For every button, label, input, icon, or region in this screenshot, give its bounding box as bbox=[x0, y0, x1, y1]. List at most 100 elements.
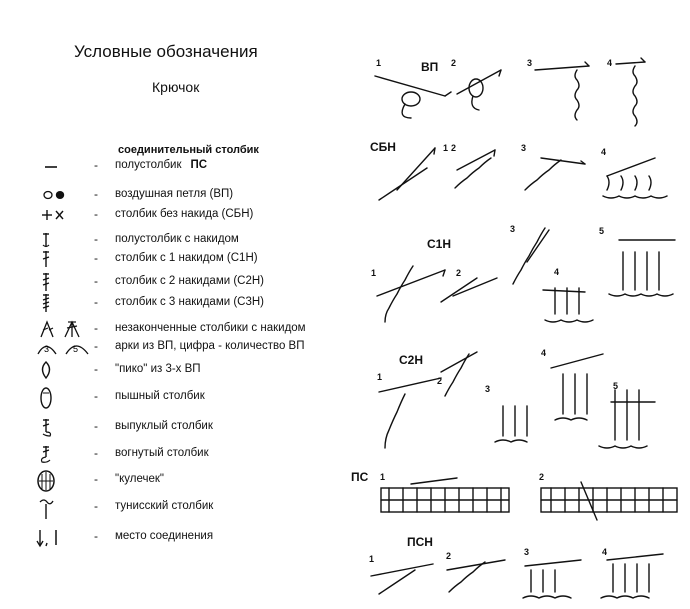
legend-item-text: арки из ВП, цифра - количество ВП bbox=[115, 340, 305, 352]
hdc-step-1-illustration bbox=[370, 563, 434, 595]
legend-row-double-treble: - столбик с 3 накидами (С3Н) bbox=[0, 294, 345, 312]
step-number: 3 bbox=[524, 547, 530, 557]
tr-step-5-illustration bbox=[598, 389, 656, 449]
sc-step-3-illustration bbox=[524, 157, 586, 191]
legend-title: Условные обозначения bbox=[74, 42, 258, 61]
legend-item-text: столбик с 2 накидами (С2Н) bbox=[115, 275, 265, 287]
tr-step-2-illustration bbox=[440, 351, 478, 397]
legend-item-text: полустолбик с накидом bbox=[115, 233, 239, 245]
legend-row-chain-arch: 3 5 - арки из ВП, цифра - количество ВП bbox=[0, 338, 345, 356]
group-label-s2n: С2Н bbox=[399, 353, 424, 367]
sc-step-2-illustration bbox=[454, 149, 496, 189]
legend-row-picot: - "пико" из 3-х ВП bbox=[0, 361, 345, 380]
legend-row-join: - место соединения bbox=[0, 528, 345, 548]
arch-number-3: 3 bbox=[44, 344, 49, 354]
legend-panel: Условные обозначения Крючок соединительн… bbox=[0, 42, 345, 548]
legend-row-single-crochet: - столбик без накида (СБН) bbox=[0, 206, 345, 224]
step-number: 2 bbox=[437, 376, 443, 386]
step-number: 3 bbox=[527, 58, 533, 68]
step-number: 4 bbox=[602, 547, 608, 557]
legend-item-text: пышный столбик bbox=[115, 390, 205, 402]
arch-number-5: 5 bbox=[73, 344, 78, 354]
dc-step-2-illustration bbox=[440, 277, 498, 303]
legend-row-back-post: - вогнутый столбик bbox=[0, 445, 345, 463]
step-number: 1 bbox=[443, 143, 449, 153]
step-number: 1 bbox=[380, 472, 386, 482]
step-number: 3 bbox=[521, 143, 527, 153]
bobble-icon bbox=[34, 470, 90, 492]
legend-header-label: соединительный столбик bbox=[118, 144, 259, 156]
legend-item-abbr: ПС bbox=[190, 159, 208, 171]
legend-row-treble: - столбик с 2 накидами (С2Н) bbox=[0, 273, 345, 291]
step-number: 4 bbox=[601, 147, 607, 157]
dc-step-1-illustration bbox=[376, 265, 446, 323]
group-label-s1n: С1Н bbox=[427, 237, 452, 251]
step-number: 5 bbox=[613, 381, 619, 391]
picot-icon bbox=[34, 361, 90, 380]
chain-step-2-illustration bbox=[456, 69, 502, 111]
group-label-psn: ПСН bbox=[407, 535, 433, 549]
single-crochet-icon bbox=[34, 206, 90, 224]
front-post-icon bbox=[34, 418, 90, 437]
step-number: 2 bbox=[456, 268, 462, 278]
group-label-vp: ВП bbox=[421, 60, 439, 74]
legend-item-text: полустолбик bbox=[115, 159, 182, 171]
chain-step-3-illustration bbox=[534, 61, 590, 121]
dc-step-5-illustration bbox=[608, 239, 676, 297]
legend-row-tunisian: - тунисский столбик bbox=[0, 498, 345, 519]
step-number: 4 bbox=[554, 267, 560, 277]
double-treble-icon bbox=[34, 294, 90, 312]
chain-arch-icon: 3 5 bbox=[34, 338, 90, 356]
sc-step-4-illustration bbox=[602, 157, 668, 199]
legend-row-unfinished: - незаконченные столбики с накидом bbox=[0, 320, 345, 338]
legend-row-half-double: - полустолбик с накидом bbox=[0, 231, 345, 249]
chain-step-1-illustration bbox=[374, 75, 452, 119]
hdc-step-2-illustration bbox=[446, 559, 506, 593]
join-arrow-icon bbox=[34, 528, 90, 548]
tr-step-1-illustration bbox=[378, 377, 442, 449]
step-number: 2 bbox=[539, 472, 545, 482]
legend-item-text: вогнутый столбик bbox=[115, 447, 209, 459]
legend-item-text: место соединения bbox=[115, 530, 214, 542]
legend-row-front-post: - выпуклый столбик bbox=[0, 418, 345, 437]
legend-row-bobble: - "кулечек" bbox=[0, 470, 345, 492]
tr-step-3-illustration bbox=[494, 405, 528, 443]
step-number: 1 bbox=[376, 58, 382, 68]
hdc-step-4-illustration bbox=[600, 553, 664, 599]
legend-item-text: "пико" из 3-х ВП bbox=[115, 363, 201, 375]
step-number: 5 bbox=[599, 226, 605, 236]
step-number: 1 bbox=[377, 372, 383, 382]
legend-item-text: тунисский столбик bbox=[115, 500, 214, 512]
stitch-illustrations bbox=[370, 57, 678, 599]
group-label-ps: ПС bbox=[351, 470, 369, 484]
legend-item-text: выпуклый столбик bbox=[115, 420, 213, 432]
legend-item-text: столбик с 1 накидом (С1Н) bbox=[115, 252, 258, 264]
tr-step-4-illustration bbox=[550, 353, 604, 421]
puff-stitch-icon bbox=[34, 387, 90, 409]
step-number: 3 bbox=[510, 224, 516, 234]
step-number: 2 bbox=[446, 551, 452, 561]
step-number: 4 bbox=[541, 348, 547, 358]
step-number: 4 bbox=[607, 58, 613, 68]
step-number: 3 bbox=[485, 384, 491, 394]
slip-step-2-illustration bbox=[540, 481, 678, 521]
stitch-diagrams-panel: 1 ВП 2 3 4 СБН 1 2 3 4 С1Н 1 2 3 4 5 С2Н… bbox=[345, 0, 690, 609]
legend-item-text: воздушная петля (ВП) bbox=[115, 188, 234, 200]
legend-row-double-crochet: - столбик с 1 накидом (С1Н) bbox=[0, 250, 345, 268]
slip-step-1-illustration bbox=[380, 477, 510, 513]
legend-item-text: незаконченные столбики с накидом bbox=[115, 322, 306, 334]
legend-item-text: столбик без накида (СБН) bbox=[115, 208, 254, 220]
double-crochet-icon bbox=[34, 250, 90, 268]
dc-step-4-illustration bbox=[542, 287, 594, 323]
step-number: 1 bbox=[369, 554, 375, 564]
legend-item-text: столбик с 3 накидами (С3Н) bbox=[115, 296, 265, 308]
sc-step-1-illustration bbox=[378, 147, 436, 201]
step-number: 2 bbox=[451, 58, 457, 68]
group-label-sbn: СБН bbox=[370, 140, 396, 154]
half-double-icon bbox=[34, 231, 90, 249]
step-number: 2 bbox=[451, 143, 457, 153]
hdc-step-3-illustration bbox=[522, 559, 582, 599]
legend-row-puff: - пышный столбик bbox=[0, 387, 345, 409]
back-post-icon bbox=[34, 445, 90, 463]
